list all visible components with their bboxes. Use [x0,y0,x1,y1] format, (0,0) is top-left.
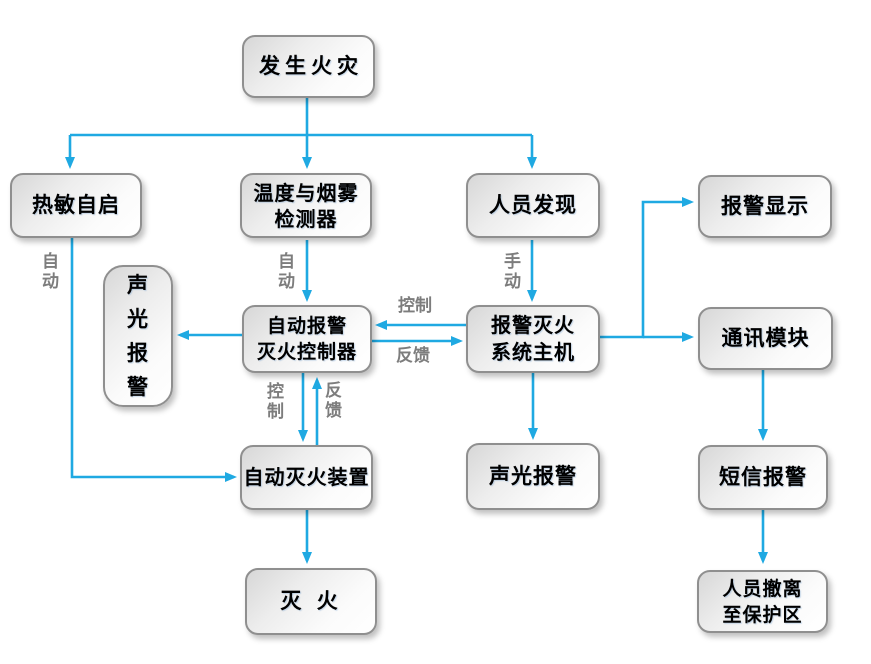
edge-label-control-horizontal: 控制 [398,296,432,316]
node-sound-light-alarm-vertical: 声 光 报 警 [103,265,173,407]
edge-thermal-to-device [70,238,237,482]
edge-label-feedback-vertical: 反 馈 [325,381,342,421]
edge-label-auto-thermal: 自 动 [42,252,59,292]
node-personnel-discovery: 人员发现 [466,173,600,238]
edge-label-feedback-horizontal: 反馈 [396,346,430,366]
node-sms-alarm: 短信报警 [698,445,828,510]
edge-host-to-alarm-display [600,197,694,339]
node-temp-smoke-detector: 温度与烟雾 检测器 [240,173,372,238]
node-communication-module: 通讯模块 [698,307,833,370]
node-fire-occurs: 发生火灾 [242,35,375,98]
node-extinguish-fire: 灭 火 [245,568,377,635]
node-sound-light-alarm: 声光报警 [466,443,600,510]
edge-label-manual: 手 动 [504,252,521,292]
node-thermal-self-start: 热敏自启 [10,173,142,238]
node-alarm-extinguish-system-host: 报警灭火 系统主机 [466,305,600,373]
edge-label-auto-detector: 自 动 [278,252,295,292]
edge-label-control-vertical: 控 制 [267,382,284,422]
node-evacuate-to-protection-zone: 人员撤离 至保护区 [697,570,828,633]
node-auto-extinguish-device: 自动灭火装置 [240,445,373,510]
node-auto-alarm-extinguish-controller: 自动报警 灭火控制器 [242,305,372,373]
node-alarm-display: 报警显示 [698,175,832,238]
